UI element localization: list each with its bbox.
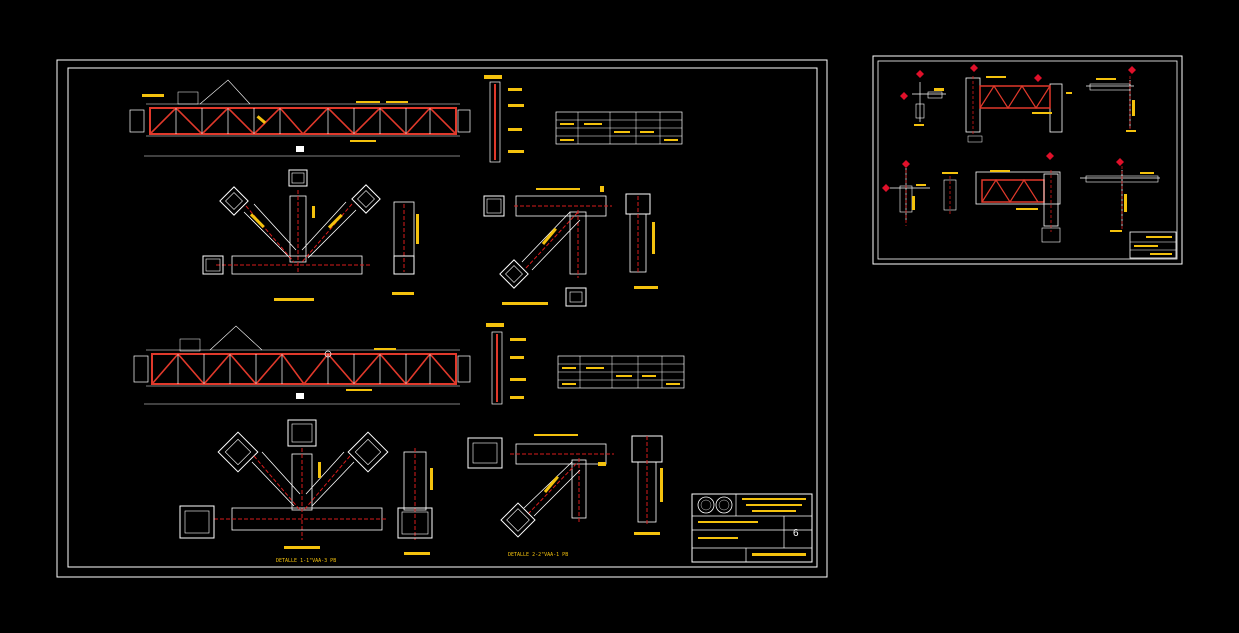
marker-icon: [1034, 74, 1042, 82]
vertical-section-2[interactable]: [486, 323, 526, 405]
truss-elevation-1[interactable]: [129, 79, 471, 157]
secondary-sheet-inner-frame: [877, 60, 1178, 260]
connection-section-a[interactable]: [392, 201, 419, 295]
secondary-detail-truss-1[interactable]: [965, 76, 1072, 143]
secondary-detail-top-left[interactable]: [912, 82, 946, 126]
secondary-detail-section[interactable]: [942, 172, 958, 214]
secondary-detail-top-right[interactable]: [1086, 76, 1136, 132]
secondary-detail-bottom-right[interactable]: [1080, 166, 1160, 232]
marker-icon: [882, 184, 890, 192]
secondary-sheet-outer-frame: [872, 55, 1183, 265]
detail-label-1: DETALLE 1-1"VAA-3 PB: [276, 558, 336, 564]
secondary-detail-bottom-left[interactable]: [890, 168, 930, 226]
truss-elevation-2[interactable]: [133, 325, 471, 405]
connection-section-b[interactable]: [625, 193, 658, 289]
main-sheet-inner-frame: [67, 67, 818, 568]
schedule-table-1[interactable]: [555, 111, 683, 145]
main-sheet[interactable]: DETALLE 1-1"VAA-3 PB DETALLE 2-2"VAA-1 P…: [56, 59, 828, 578]
logo-seal-left-icon: [697, 496, 715, 514]
connection-section-c[interactable]: [397, 448, 433, 555]
vertical-section-1[interactable]: [484, 75, 524, 163]
marker-icon: [970, 64, 978, 72]
secondary-sheet[interactable]: [872, 55, 1183, 265]
schedule-table-2[interactable]: [557, 355, 685, 389]
marker-icon: [902, 160, 910, 168]
connection-detail-d[interactable]: [467, 434, 614, 538]
connection-detail-b[interactable]: [483, 186, 612, 307]
secondary-title-block[interactable]: [1129, 231, 1177, 259]
connection-section-d[interactable]: [631, 435, 663, 535]
sheet-number: 6: [793, 528, 799, 539]
detail-label-2: DETALLE 2-2"VAA-1 PB: [508, 552, 568, 558]
marker-icon: [1116, 158, 1124, 166]
title-block[interactable]: 6: [691, 493, 813, 563]
marker-icon: [1128, 66, 1136, 74]
marker-icon: [900, 92, 908, 100]
marker-icon: [1046, 152, 1054, 160]
connection-detail-c[interactable]: [179, 419, 389, 549]
logo-seal-right-icon: [715, 496, 733, 514]
main-sheet-outer-frame: [56, 59, 828, 578]
marker-icon: [916, 70, 924, 78]
secondary-detail-truss-2[interactable]: [975, 170, 1061, 243]
connection-detail-a[interactable]: [202, 169, 381, 301]
